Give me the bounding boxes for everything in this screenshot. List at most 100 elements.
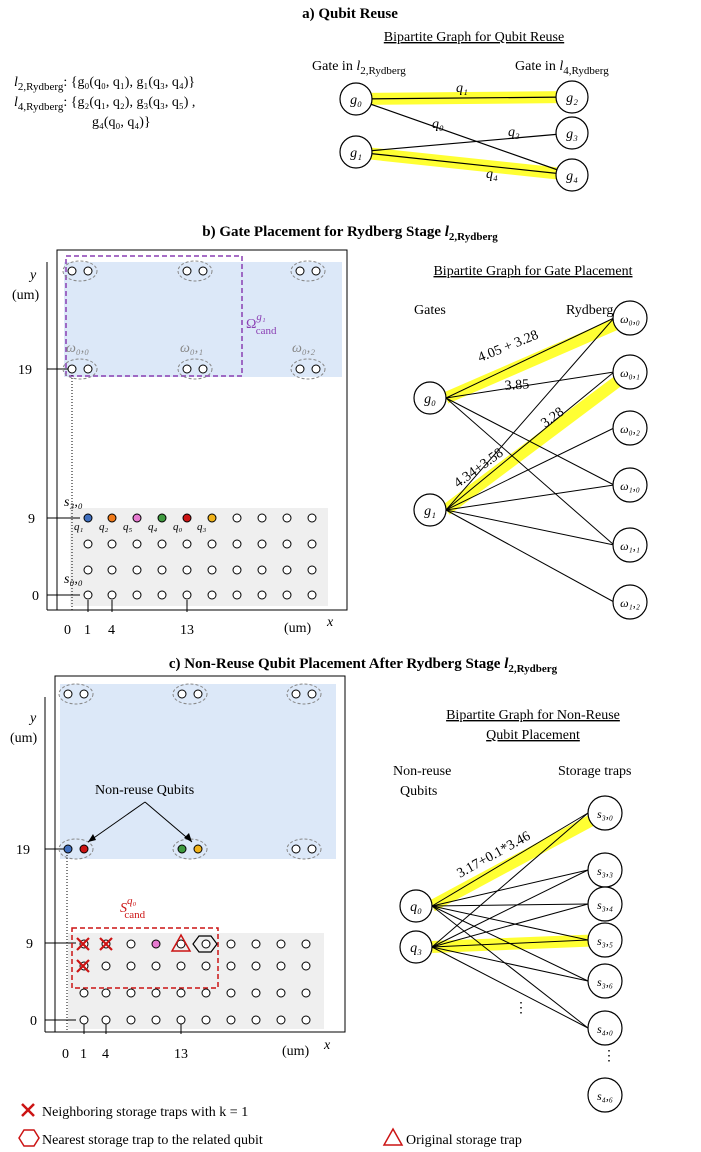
layer4-line-2: g₄(q₀, q₄)} bbox=[92, 115, 151, 130]
storage-trap-c bbox=[301, 1015, 311, 1025]
storage-trap-c bbox=[101, 988, 111, 998]
edge-g0-g4 bbox=[355, 98, 573, 176]
xtick-1-b: 1 bbox=[84, 623, 91, 638]
xtick-4-c: 4 bbox=[102, 1047, 109, 1062]
x-axis-label-b: x bbox=[326, 615, 334, 630]
svg-text:ω₀,₀: ω₀,₀ bbox=[620, 312, 640, 326]
triangle-marker bbox=[170, 933, 192, 952]
rydberg-site-b-0-1 bbox=[177, 358, 213, 380]
storage-trap-b bbox=[107, 565, 117, 575]
gate-node-b: g₀ bbox=[413, 381, 447, 415]
storage-trap-c bbox=[126, 988, 136, 998]
graph-edge-b bbox=[445, 509, 615, 603]
site-node-b: ω₀,₂ bbox=[612, 410, 648, 446]
storage-trap-b bbox=[182, 565, 192, 575]
storage-trap-c bbox=[226, 939, 236, 949]
site-node-b: ω₁,₀ bbox=[612, 467, 648, 503]
arrow-to-q0 bbox=[87, 801, 146, 843]
ytick-9-c: 9 bbox=[26, 937, 33, 952]
graph-edge-b bbox=[445, 317, 615, 511]
storage-trap-c bbox=[251, 1015, 261, 1025]
trap-node-c: s₃,₆ bbox=[587, 963, 623, 999]
cross-marker-1 bbox=[76, 937, 90, 951]
xtick-13-b: 13 bbox=[180, 623, 194, 638]
storage-trap-c bbox=[226, 961, 236, 971]
node-g4: g₄ bbox=[555, 158, 589, 192]
storage-trap-c bbox=[201, 1015, 211, 1025]
gate-node-b: g₁ bbox=[413, 493, 447, 527]
storage-trap-c bbox=[226, 988, 236, 998]
storage-trap-c bbox=[301, 988, 311, 998]
graph-edge-c bbox=[431, 869, 589, 948]
site-label-w00: ω₀,₀ bbox=[66, 341, 89, 356]
site-label-w02: ω₀,₂ bbox=[292, 341, 315, 356]
storage-trap-b bbox=[232, 539, 242, 549]
svg-text:g₀: g₀ bbox=[350, 93, 362, 108]
storage-trap-b bbox=[182, 513, 192, 523]
storage-trap-b bbox=[157, 565, 167, 575]
rydberg-site-b-0-0-top bbox=[62, 260, 98, 282]
y-axis-unit-c: (um) bbox=[10, 731, 38, 746]
storage-trap-b bbox=[132, 590, 142, 600]
storage-grid-b bbox=[83, 513, 317, 600]
edges-b bbox=[445, 317, 615, 603]
section-a-graph-title: Bipartite Graph for Qubit Reuse bbox=[384, 30, 564, 45]
rydberg-site-b-0-0 bbox=[62, 358, 98, 380]
qubit-label-b: q₁ bbox=[74, 521, 84, 533]
svg-text:ω₁,₀: ω₁,₀ bbox=[620, 479, 640, 493]
storage-trap-c bbox=[276, 939, 286, 949]
storage-trap-c bbox=[201, 988, 211, 998]
section-c-graph-title-2: Qubit Placement bbox=[486, 728, 580, 743]
storage-trap-b bbox=[107, 513, 117, 523]
storage-trap-b bbox=[307, 590, 317, 600]
trap-dots-c: ⋮ bbox=[602, 1049, 616, 1064]
qubit-node-c: q₀ bbox=[399, 889, 433, 923]
y-axis-label-b: y bbox=[28, 268, 37, 283]
gate-right-header: Gate in l4,Rydberg bbox=[515, 59, 609, 77]
qubit-node-c: q₃ bbox=[399, 930, 433, 964]
storage-trap-c bbox=[251, 939, 261, 949]
trap-node-c: s₃,₃ bbox=[587, 852, 623, 888]
svg-text:ω₀,₁: ω₀,₁ bbox=[620, 366, 640, 380]
graph-edge-c bbox=[431, 905, 589, 1029]
section-c-graph-title-1: Bipartite Graph for Non-Reuse bbox=[446, 708, 620, 723]
svg-text:q₀: q₀ bbox=[410, 900, 422, 915]
storage-trap-b bbox=[307, 565, 317, 575]
storage-trap-b bbox=[207, 590, 217, 600]
storage-trap-b bbox=[157, 513, 167, 523]
xtick-0-c: 0 bbox=[62, 1047, 69, 1062]
xtick-1-c: 1 bbox=[80, 1047, 87, 1062]
section-b-graph-title: Bipartite Graph for Gate Placement bbox=[433, 264, 632, 279]
storage-trap-c bbox=[201, 961, 211, 971]
storage-zone-b bbox=[70, 508, 328, 606]
ytick-19-c: 19 bbox=[16, 843, 30, 858]
storage-trap-b bbox=[282, 539, 292, 549]
storage-traps-header: Storage traps bbox=[558, 764, 631, 779]
edge-label-q3: q₃ bbox=[508, 125, 520, 140]
gates-header: Gates bbox=[414, 303, 446, 318]
storage-trap-c bbox=[151, 988, 161, 998]
storage-trap-b bbox=[257, 539, 267, 549]
legend: Neighboring storage traps with k = 1 Nea… bbox=[18, 1103, 522, 1148]
storage-trap-c bbox=[176, 1015, 186, 1025]
rydberg-site-b-0-2 bbox=[290, 358, 326, 380]
graph-edge-c bbox=[431, 946, 589, 1029]
gate-left-header: Gate in l2,Rydberg bbox=[312, 59, 406, 77]
highlight-g0-w00 bbox=[443, 312, 633, 404]
storage-trap-c bbox=[251, 961, 261, 971]
candidate-box-c bbox=[71, 927, 219, 989]
storage-trap-c bbox=[276, 1015, 286, 1025]
edge-dots-c: ⋮ bbox=[514, 1001, 528, 1016]
graph-edge-c bbox=[431, 869, 589, 907]
storage-trap-c bbox=[126, 1015, 136, 1025]
graph-edge-b bbox=[445, 397, 615, 546]
arrow-to-q3 bbox=[144, 801, 193, 843]
storage-trap-b bbox=[182, 590, 192, 600]
rydberg-site-c-0-0 bbox=[58, 838, 94, 860]
arrowhead-q3 bbox=[184, 833, 192, 842]
qubit-label-b: q₀ bbox=[173, 521, 183, 533]
highlight-q0-s30 bbox=[429, 807, 608, 912]
svg-text:g₄: g₄ bbox=[566, 169, 578, 184]
